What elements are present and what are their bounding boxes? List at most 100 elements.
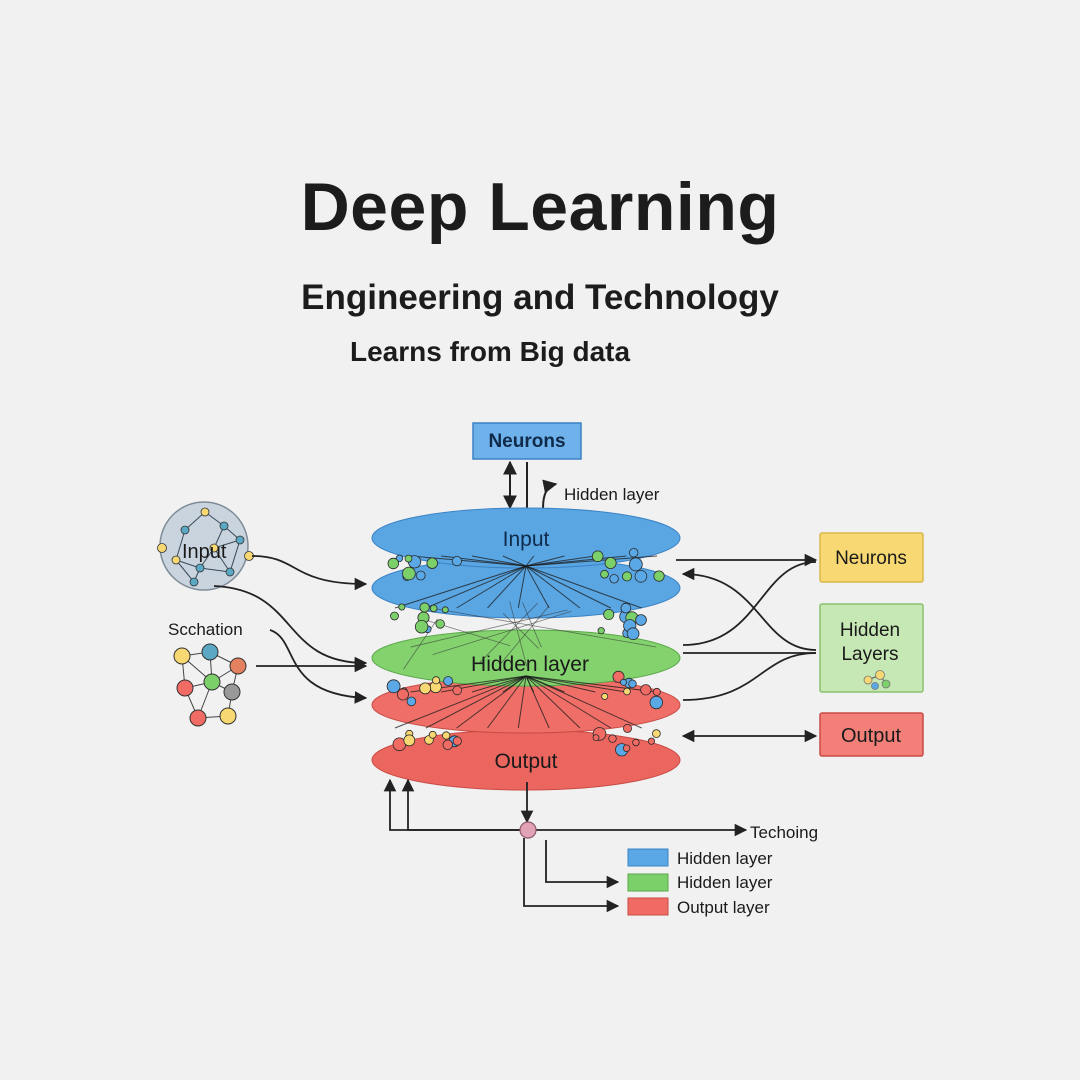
neuron-node [632,738,640,747]
tagline: Learns from Big data [350,336,631,367]
neuron-node [623,723,633,733]
cluster-node [189,709,207,727]
top-annotation: Hidden layer [564,485,660,504]
connection-line [502,555,527,567]
sphere-edge [199,567,231,573]
connection-line [517,675,527,729]
sphere-edge [175,529,186,561]
sphere-node [189,577,199,587]
bottom-junction-node [519,821,537,839]
neuron-node [441,606,449,614]
top-neurons-box: Neurons [472,422,582,460]
connection-line [522,602,542,648]
connection-line [525,675,550,729]
neuron-node [387,557,400,570]
right-arrows [676,553,818,743]
connection-line [525,565,550,609]
cluster-node [176,679,194,697]
neuron-node [432,676,441,685]
hidden-layer-disc [371,629,681,687]
neuron-node [452,736,462,746]
neuron-node [429,604,438,613]
sphere-node [200,507,210,517]
connection-line [471,555,527,567]
cluster-node [201,643,219,661]
neuron-node [386,679,401,694]
connection-line [425,675,527,729]
connection-line [394,565,527,609]
sphere-node [171,555,181,565]
top-neurons-label: Neurons [488,431,565,452]
connection-line [525,675,581,729]
neuron-node [640,684,652,696]
connection-line [517,565,527,609]
right-neurons-label: Neurons [835,548,907,569]
neuron-node [451,555,462,567]
connection-line [525,555,565,567]
connection-line [525,555,596,567]
neuron-node [390,611,399,621]
right-hidden-label-1: Hidden [840,620,900,641]
connection-line [394,675,527,729]
neuron-node [604,557,617,570]
neuron-node [628,557,643,572]
neuron-node [395,554,404,562]
connection-line [435,608,657,648]
legend-item-3: Output layer [627,897,770,917]
connection-line [410,555,527,567]
legend-label-1: Hidden layer [677,849,773,868]
right-hidden-label-2: Layers [841,644,898,665]
neuron-node [620,678,628,686]
neuron-node [428,730,437,739]
neuron-node [442,739,454,751]
mini-node-icon [863,670,891,690]
neuron-node [452,685,463,696]
connection-line [456,565,527,609]
input-sphere: Input [157,501,254,591]
legend-item-2: Hidden layer [627,873,773,892]
neuron-node [608,734,617,743]
cluster-label: Scchation [168,620,243,639]
neuron-node [652,687,661,696]
cluster-node [229,657,247,675]
neuron-node [623,687,631,696]
neuron-node [622,571,633,582]
sphere-edge [213,547,231,573]
connection-line [478,602,538,664]
legend-label-2: Hidden layer [677,873,773,892]
neuron-node [398,603,406,611]
neuron-node [426,557,438,569]
sphere-edge [229,539,241,573]
neuron-node [597,627,605,635]
neuron-node [406,696,417,707]
page-title: Deep Learning [300,169,780,245]
connection-line [525,675,642,729]
neuron-node [600,569,609,579]
connection-line [471,675,527,693]
sphere-node [219,521,229,531]
sphere-edge [213,539,241,549]
neuron-node [622,744,631,752]
neuron-node [653,570,665,582]
legend-item-1: Hidden layer [627,848,773,868]
neuron-node [629,548,639,558]
bottom-annotation: Techoing [750,823,818,842]
connection-lines [394,555,658,729]
right-neurons-box: Neurons [819,532,924,583]
right-output-box: Output [819,712,924,757]
hidden-layer-label: Hidden layer [471,653,589,676]
connection-line [487,675,527,729]
neuron-nodes [386,548,665,757]
connection-line [525,565,581,609]
connection-line [487,565,527,609]
cluster-node [203,673,221,691]
neuron-node [403,734,416,747]
cluster-node [219,707,237,725]
node-cluster [173,643,247,727]
neuron-node [652,729,661,738]
connection-line [425,565,527,609]
output-layer-label: Output [494,750,557,773]
neuron-node [443,676,454,686]
neuron-node [635,614,647,626]
